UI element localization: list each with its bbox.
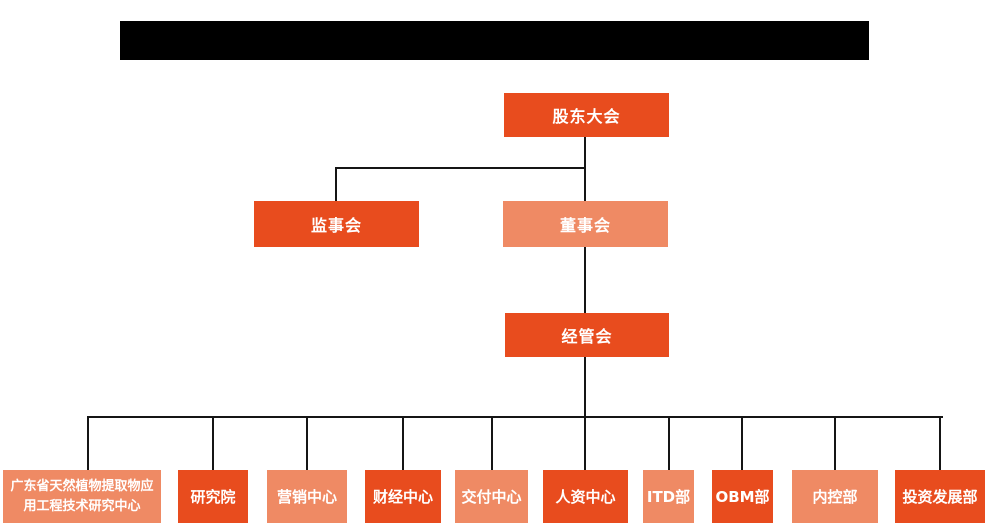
node-label: 监事会 — [310, 216, 362, 235]
org-node-marketing-center: 营销中心 — [267, 470, 347, 523]
node-label: 董事会 — [559, 216, 611, 235]
node-label: OBM部 — [715, 488, 770, 506]
org-node-investment-development-dept: 投资发展部 — [895, 470, 985, 523]
node-label: ITD部 — [646, 488, 691, 506]
connector-drop-internal-control — [834, 416, 836, 470]
org-node-itd-department: ITD部 — [643, 470, 694, 523]
connector-distribution-horizontal — [87, 416, 943, 418]
org-node-management-committee: 经管会 — [505, 313, 669, 357]
connector-shareholders-down — [584, 137, 586, 201]
org-node-delivery-center: 交付中心 — [455, 470, 528, 523]
node-label: 投资发展部 — [902, 488, 978, 506]
connector-drop-finance-center — [402, 416, 404, 470]
org-node-gd-research-center: 广东省天然植物提取物应用工程技术研究中心 — [3, 470, 161, 523]
connector-drop-hr-center — [584, 416, 586, 470]
node-label: 交付中心 — [461, 488, 522, 506]
node-label: 人资中心 — [555, 488, 616, 506]
connector-drop-delivery-center — [491, 416, 493, 470]
connector-management-down — [584, 357, 586, 417]
node-label: 广东省天然植物提取物应用工程技术研究中心 — [10, 479, 154, 514]
connector-board-to-management — [584, 247, 586, 313]
connector-drop-itd-department — [668, 416, 670, 470]
connector-drop-marketing-center — [306, 416, 308, 470]
node-label: 营销中心 — [276, 488, 337, 506]
connector-drop-gd-research-center — [87, 416, 89, 470]
connector-supervisory-drop — [335, 167, 337, 201]
node-label: 经管会 — [561, 327, 613, 346]
org-node-obm-department: OBM部 — [712, 470, 773, 523]
node-label: 内控部 — [812, 488, 858, 506]
connector-drop-obm-department — [741, 416, 743, 470]
connector-drop-investment-dev — [939, 416, 941, 470]
connector-branch-horizontal — [335, 167, 586, 169]
node-label: 财经中心 — [372, 488, 433, 506]
org-node-internal-control-department: 内控部 — [792, 470, 878, 523]
org-node-research-institute: 研究院 — [178, 470, 248, 523]
org-node-finance-center: 财经中心 — [365, 470, 441, 523]
org-node-board-of-directors: 董事会 — [503, 201, 668, 247]
connector-drop-research-institute — [212, 416, 214, 470]
node-label: 研究院 — [190, 488, 236, 506]
node-label: 股东大会 — [552, 107, 621, 126]
org-node-shareholders-meeting: 股东大会 — [504, 93, 669, 137]
redacted-title-bar — [120, 21, 869, 60]
org-node-supervisory-board: 监事会 — [254, 201, 419, 247]
org-node-hr-center: 人资中心 — [543, 470, 628, 523]
